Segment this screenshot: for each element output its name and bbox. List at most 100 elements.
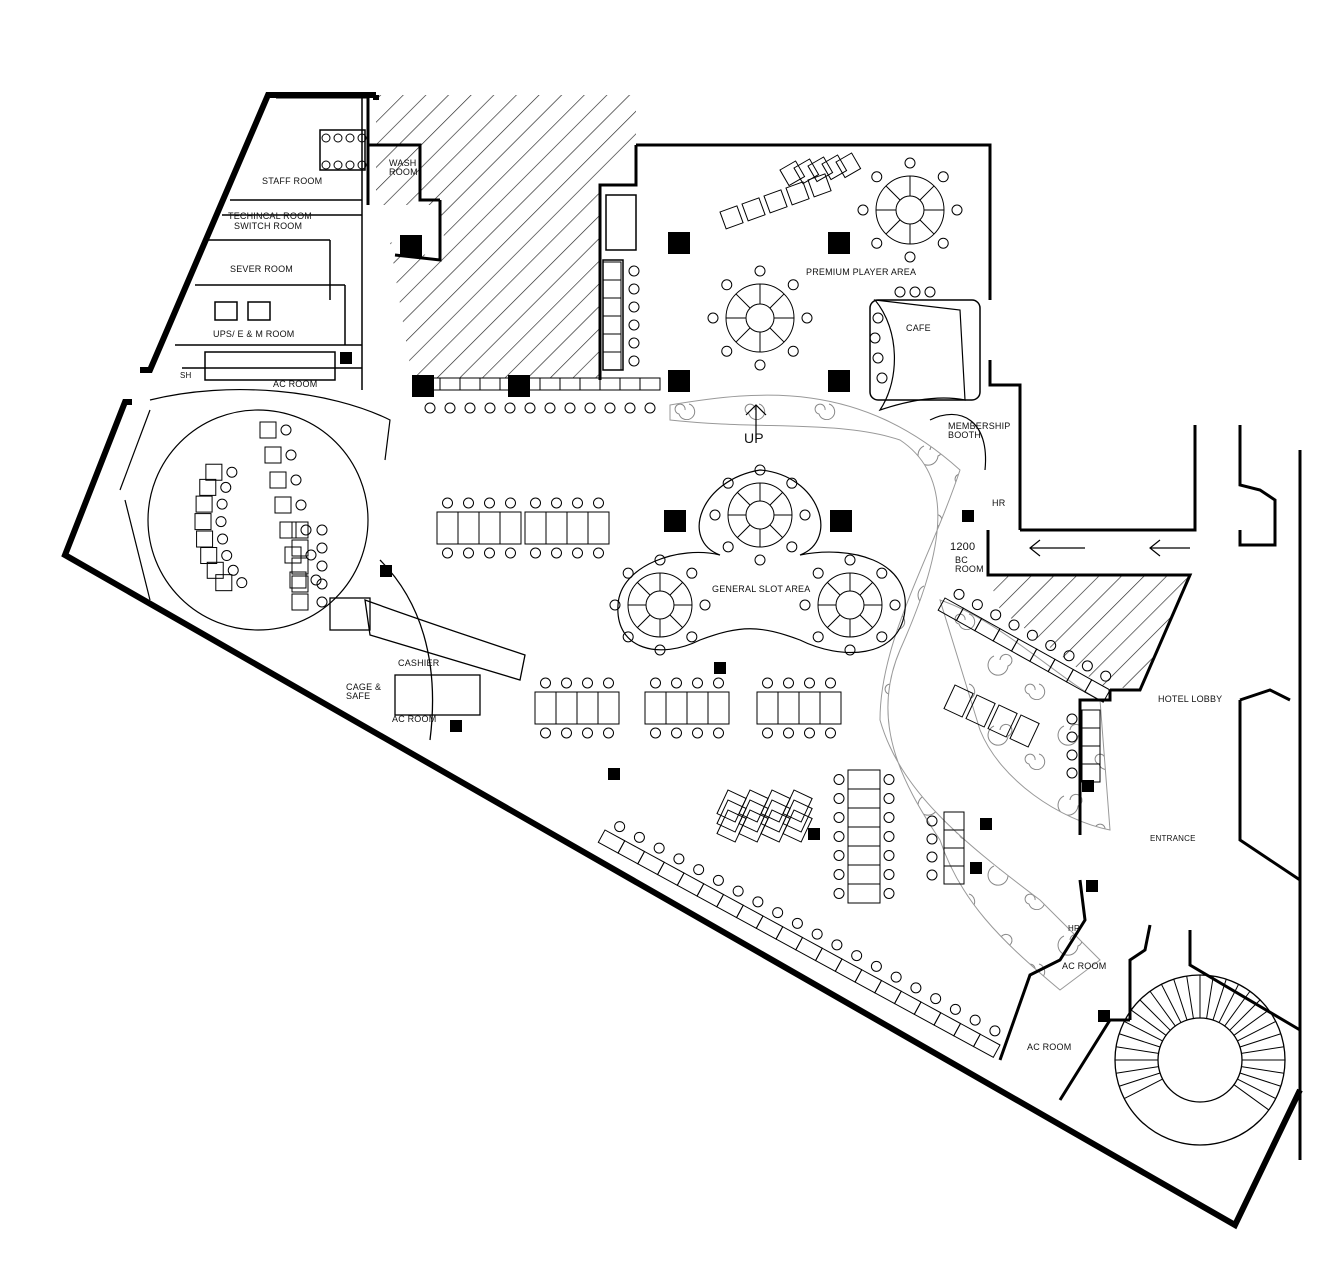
stool [582,677,593,689]
slot-machine [756,691,779,725]
stair-tread [1241,1046,1285,1054]
stool [582,727,593,739]
label-cage-safe: CAGE & SAFE [346,682,382,701]
slot-machine [1009,714,1040,748]
slot-machine [676,872,705,897]
hatched-void-top [376,95,636,378]
stool [801,312,813,324]
slot-machine [782,809,813,843]
stool [442,547,453,559]
stool [804,727,815,739]
ramp-arrows [745,404,1190,557]
slot-machine [777,691,800,725]
stool [644,402,656,414]
stair-tread [1206,975,1214,1019]
stool [609,599,621,611]
stool [504,402,516,414]
stool [699,599,711,611]
stool [754,464,766,476]
column [1082,780,1094,792]
column [668,232,690,254]
stool [937,237,949,249]
stool [787,345,799,357]
slot-machine [617,840,646,865]
stair-tread [1160,984,1182,1023]
lounge-chair [785,181,810,206]
slot-machine [644,691,667,725]
slot-machine [264,446,282,464]
slot-machine [782,789,813,823]
stool [926,833,938,845]
slot-machine [545,511,568,545]
stool [530,497,541,509]
stool [971,599,983,611]
column [664,510,686,532]
column [1098,1010,1110,1022]
stool [686,631,698,643]
stair-tread [1124,1020,1163,1042]
slot-machine [686,691,709,725]
stool [890,971,902,983]
slot-machine [439,377,461,391]
stool [1045,639,1057,651]
slot-machine [602,333,622,353]
stool [752,896,764,908]
slot-machine [274,496,292,514]
stool [216,498,228,510]
stool [316,542,328,554]
stool [544,402,556,414]
stool [628,265,640,277]
slot-machine [200,547,218,565]
stool [561,727,572,739]
stool [628,301,640,313]
lounge-chair [807,156,834,183]
slot-machine [205,463,223,481]
stool [889,599,901,611]
stool [732,885,744,897]
slot-machine [599,377,621,391]
stool [786,477,798,489]
cashier-zone [329,559,526,741]
slot-machine [798,691,821,725]
slot-machine [696,883,725,908]
slot-machine [602,351,622,371]
stool [226,466,238,478]
slot-machine [735,904,764,929]
slot-machine [656,861,685,886]
stool [871,237,883,249]
stool [505,497,516,509]
stair-tread [1124,1078,1163,1100]
stool [357,133,367,143]
stool [910,982,922,994]
slot-machine [559,377,581,391]
slot-machine [215,574,233,592]
lounge-chair [807,173,832,198]
stair-tread [1237,1020,1276,1042]
stool [833,812,845,823]
column [508,375,530,397]
stair-tread [1115,1046,1159,1054]
slot-machine [599,377,621,391]
slot-machine [291,575,309,593]
stool [524,402,536,414]
stool [333,133,343,143]
stool [654,644,666,656]
stool [593,547,604,559]
stool [321,160,331,170]
stool [310,574,322,586]
label-ac-room-top: AC ROOM [273,379,318,389]
stool [876,567,888,579]
stool [883,774,895,785]
slot-machine [943,684,974,718]
stool [722,477,734,489]
column [1086,880,1098,892]
slot-machine [819,691,842,725]
stool [926,815,938,827]
stool [833,793,845,804]
stool [633,831,645,843]
stool [484,547,495,559]
left-slot-pit [119,389,391,631]
stool [693,864,705,876]
stool [622,631,634,643]
slot-machine [539,377,561,391]
